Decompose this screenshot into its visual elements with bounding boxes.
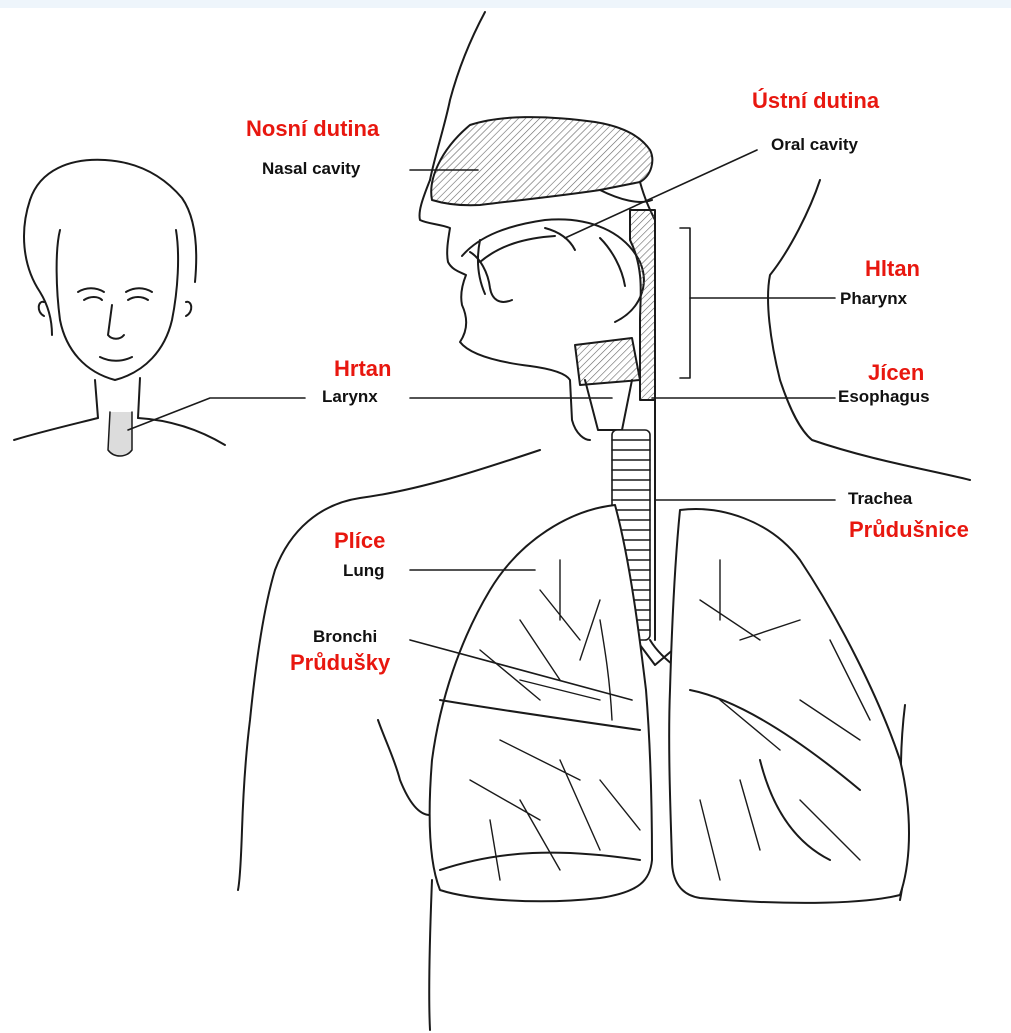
label-nasal-cavity-czech: Nosní dutina — [246, 118, 379, 140]
label-esophagus-english: Esophagus — [838, 388, 930, 405]
label-esophagus-czech: Jícen — [868, 362, 924, 384]
right-lung — [669, 509, 909, 903]
top-strip — [0, 0, 1011, 8]
label-bronchi-czech: Průdušky — [290, 652, 390, 674]
left-lung — [430, 505, 652, 901]
label-oral-cavity-czech: Ústní dutina — [752, 90, 879, 112]
label-trachea-english: Trachea — [848, 490, 912, 507]
label-pharynx-czech: Hltan — [865, 258, 920, 280]
label-bronchi-english: Bronchi — [313, 628, 377, 645]
label-lung-czech: Plíce — [334, 530, 385, 552]
label-trachea-czech: Průdušnice — [849, 519, 969, 541]
label-nasal-cavity-english: Nasal cavity — [262, 160, 360, 177]
inset-person-figure — [14, 160, 305, 456]
label-oral-cavity-english: Oral cavity — [771, 136, 858, 153]
label-lung-english: Lung — [343, 562, 385, 579]
label-pharynx-english: Pharynx — [840, 290, 907, 307]
label-larynx-english: Larynx — [322, 388, 378, 405]
label-larynx-czech: Hrtan — [334, 358, 391, 380]
